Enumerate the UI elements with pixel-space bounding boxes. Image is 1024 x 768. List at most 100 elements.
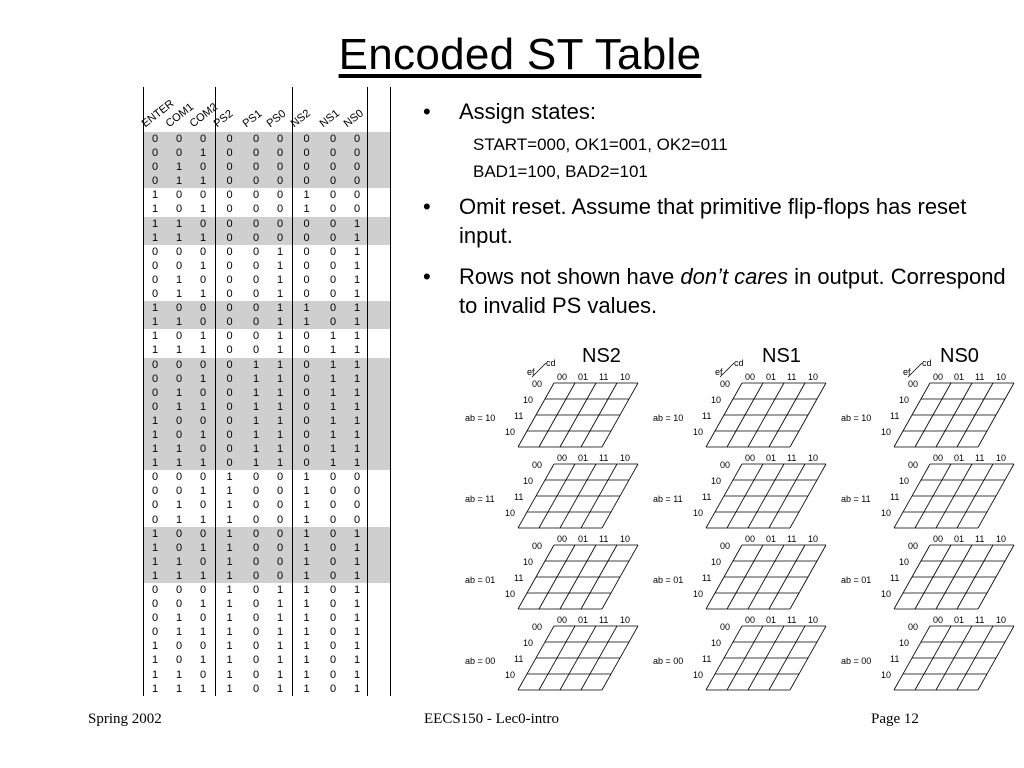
table-cell: 1 [199, 259, 207, 272]
kmap-col-label: 10 [620, 615, 630, 625]
kmap-row-label: 10 [899, 395, 909, 405]
table-cell: 0 [303, 386, 310, 399]
table-cell: 1 [303, 569, 310, 582]
table-cell: 0 [151, 499, 159, 512]
table-cell: 1 [276, 428, 284, 441]
table-cell: 0 [353, 133, 361, 145]
table-cell: 1 [353, 668, 361, 681]
kmap-grid-line [893, 544, 931, 610]
table-cell: 1 [329, 330, 337, 343]
table-divider [292, 87, 293, 696]
kmap-grid-line [747, 382, 785, 448]
table-cell: 1 [329, 400, 337, 413]
kmap-col-label: 01 [766, 453, 776, 463]
kmap-col-label: 11 [599, 615, 608, 625]
table-cell: 0 [329, 273, 337, 286]
table-cell: 0 [353, 499, 361, 512]
table-cell: 1 [199, 344, 207, 357]
table-cell: 0 [151, 626, 159, 639]
table-cell: 0 [329, 245, 337, 258]
table-cell: 0 [226, 344, 233, 357]
table-cell: 0 [151, 400, 159, 413]
table-cell: 1 [226, 499, 233, 512]
table-cell: 0 [175, 245, 183, 258]
table-cell: 0 [151, 372, 159, 385]
kmap-col-label: 00 [745, 453, 755, 463]
kmap-corner-cd: cd [546, 358, 556, 368]
kmap-row-label: 11 [514, 492, 523, 502]
table-cell: 1 [151, 569, 159, 582]
kmap-col-label: 11 [975, 615, 984, 625]
table-cell: 1 [175, 175, 183, 188]
table-cell: 1 [303, 654, 310, 667]
table-cell: 0 [252, 598, 260, 611]
table-cell: 0 [303, 245, 310, 258]
bullet-marker: • [423, 194, 431, 219]
table-cell: 0 [252, 626, 260, 639]
kmap-row-label: 11 [514, 654, 523, 664]
bullet-omit-reset: • Omit reset. Assume that primitive flip… [421, 192, 1011, 250]
table-cell: 1 [353, 527, 361, 540]
table-cell: 0 [353, 189, 361, 202]
table-cell: 0 [175, 541, 183, 554]
kmap-grid-line [705, 463, 743, 529]
kmap-grid-line [601, 625, 639, 691]
kmap-col-label: 01 [578, 372, 588, 382]
table-cell: 1 [175, 443, 183, 456]
table-cell: 0 [199, 245, 207, 258]
table-cell: 0 [329, 569, 337, 582]
table-cell: 1 [303, 189, 310, 202]
table-cell: 1 [329, 372, 337, 385]
kmap-grid-line [559, 382, 597, 448]
table-cell: 0 [303, 147, 310, 160]
table-cell: 1 [353, 598, 361, 611]
table-cell: 0 [226, 302, 233, 315]
table-cell: 0 [175, 259, 183, 272]
kmap-row-label: 11 [702, 411, 711, 421]
table-cell: 1 [353, 612, 361, 625]
table-cell: 0 [329, 161, 337, 174]
bullet-text: Assign states: [459, 99, 596, 124]
table-cell: 1 [199, 203, 207, 216]
kmap-col-label: 10 [996, 534, 1006, 544]
kmap-col-label: 10 [996, 372, 1006, 382]
table-cell: 1 [353, 330, 361, 343]
table-cell: 1 [303, 485, 310, 498]
kmap-grid-line [747, 625, 785, 691]
table-cell: 0 [151, 273, 159, 286]
kmap-row-label: 10 [899, 476, 909, 486]
table-cell: 0 [252, 555, 260, 568]
table-cell: 1 [199, 372, 207, 385]
table-cell: 0 [252, 147, 260, 160]
table-cell: 0 [329, 612, 337, 625]
table-cell: 0 [353, 471, 361, 484]
kmap-layer-label: ab = 11 [841, 494, 871, 504]
kmap-row-label: 10 [899, 638, 909, 648]
kmap-row-label: 00 [532, 541, 542, 551]
kmap-grid-line [580, 625, 618, 691]
table-cell: 0 [226, 259, 233, 272]
table-cell: 1 [175, 668, 183, 681]
table-cell: 1 [199, 513, 207, 526]
kmap-row-label: 00 [532, 379, 542, 389]
kmap-layer-label: ab = 11 [653, 494, 683, 504]
table-cell: 0 [199, 527, 207, 540]
table-cell: 1 [303, 316, 310, 329]
table-cell: 1 [199, 598, 207, 611]
table-cell: 0 [252, 485, 260, 498]
bullet-marker: • [423, 99, 431, 124]
kmap-corner-line [531, 362, 547, 378]
table-cell: 1 [303, 203, 310, 216]
column-header-ps1: PS1 [240, 107, 265, 130]
table-cell: 1 [226, 541, 233, 554]
